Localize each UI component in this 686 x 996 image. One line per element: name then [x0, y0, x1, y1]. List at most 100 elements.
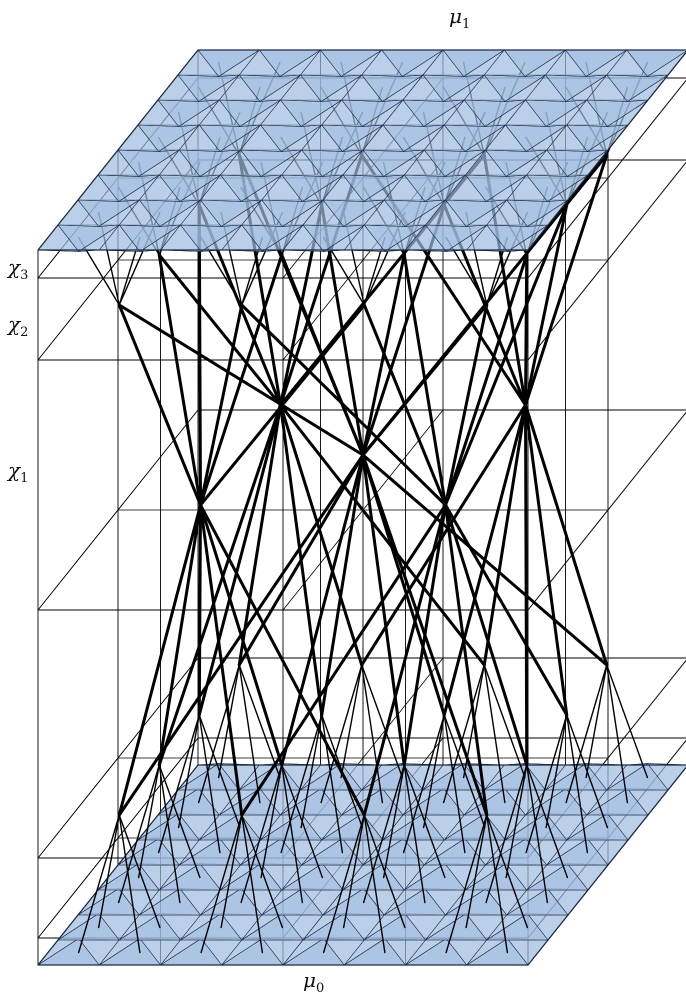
fine-link [486, 814, 529, 929]
coarse-link [117, 303, 202, 507]
mu1-facet [218, 74, 261, 102]
mu1-facet [281, 149, 323, 177]
coarse-link [199, 503, 244, 817]
fine-link [566, 714, 609, 829]
mu1-facet [383, 174, 426, 202]
fine-link [445, 814, 488, 954]
fine-link [566, 714, 589, 854]
coarse-link [237, 403, 282, 667]
fine-link [77, 814, 120, 954]
chi2-label: χ2 [8, 312, 29, 340]
fine-link [545, 714, 568, 829]
mu1-facet [282, 224, 324, 252]
fine-link [402, 714, 445, 854]
fine-link [198, 714, 241, 829]
fine-link [158, 764, 181, 904]
fine-link [157, 714, 200, 854]
connection-lines [77, 61, 649, 954]
fine-link [240, 764, 283, 904]
fine-link [443, 714, 466, 854]
mu1-facet [526, 149, 568, 177]
fine-link [422, 714, 445, 829]
fine-link [363, 814, 386, 954]
coarse-link [279, 403, 324, 717]
mu1-facet [178, 124, 221, 152]
coarse-link [361, 453, 489, 817]
mu1-facet [302, 199, 344, 227]
coarse-link [444, 303, 489, 507]
fine-link [220, 814, 243, 929]
mu1-facet [485, 124, 527, 152]
mu1-facet [238, 49, 281, 77]
coarse-link [157, 253, 202, 507]
coarse-link [320, 453, 365, 717]
mu0-label: μ0 [303, 968, 325, 996]
fine-link [117, 764, 160, 904]
mu1-facet [405, 224, 447, 252]
coarse-link [279, 403, 486, 667]
mu1-facet [466, 224, 508, 252]
fine-link [238, 664, 261, 804]
coarse-link [524, 203, 569, 407]
mu1-label: μ1 [449, 4, 471, 32]
coarse-link [524, 403, 609, 667]
mu1-facet [545, 49, 587, 77]
mu1-facet [240, 124, 282, 152]
coarse-link [524, 403, 569, 717]
mu1-facet [322, 174, 364, 202]
fine-link [177, 714, 200, 829]
coarse-link [157, 403, 282, 767]
mu1-facet [403, 149, 446, 177]
coarse-link [524, 403, 529, 767]
fine-link [238, 664, 281, 779]
fine-link [281, 764, 324, 879]
coarse-link [199, 253, 284, 507]
mu1-facet [221, 224, 263, 252]
coarse-link [199, 503, 284, 767]
coarse-link [197, 203, 202, 507]
mu1-plate [37, 49, 686, 252]
fine-link [526, 764, 569, 879]
mu1-facet [606, 49, 648, 77]
coarse-link [157, 253, 282, 407]
mu1-facet [361, 49, 403, 77]
mu1-facet [158, 149, 201, 177]
coarse-link [361, 453, 406, 767]
fine-link [281, 764, 304, 904]
fine-link [565, 664, 608, 804]
fine-link [525, 714, 568, 854]
mu1-facet [220, 149, 262, 177]
mu1-facet [342, 149, 384, 177]
fine-link [443, 714, 486, 829]
mu1-facet [402, 74, 444, 102]
fine-link [200, 814, 243, 954]
fine-link [342, 814, 365, 929]
mu1-facet [425, 199, 467, 227]
fine-link [363, 814, 406, 929]
coarse-link [199, 503, 366, 817]
coarse-link [199, 303, 244, 507]
coarse-link [197, 503, 202, 717]
mu1-facet [180, 199, 222, 227]
chi3-label: χ3 [8, 255, 29, 283]
fine-link [322, 814, 365, 954]
fine-link [320, 664, 363, 804]
fine-link [465, 814, 488, 929]
mu1-facet [465, 149, 507, 177]
mu1-facet [586, 74, 628, 102]
mu0-border [37, 764, 686, 966]
fine-link [505, 764, 528, 879]
fine-link [118, 814, 161, 929]
mu1-facet [443, 99, 486, 127]
fine-link [97, 814, 120, 929]
fine-link [382, 764, 405, 879]
fine-link [526, 764, 549, 904]
mu1-border [37, 49, 686, 251]
mu1-facet [260, 99, 302, 127]
mu1-facet [118, 199, 161, 227]
fine-link [362, 764, 405, 904]
fine-link [486, 814, 509, 954]
fine-link [483, 664, 526, 779]
chi1-label: χ1 [8, 458, 29, 486]
mu1-facet [566, 99, 608, 127]
